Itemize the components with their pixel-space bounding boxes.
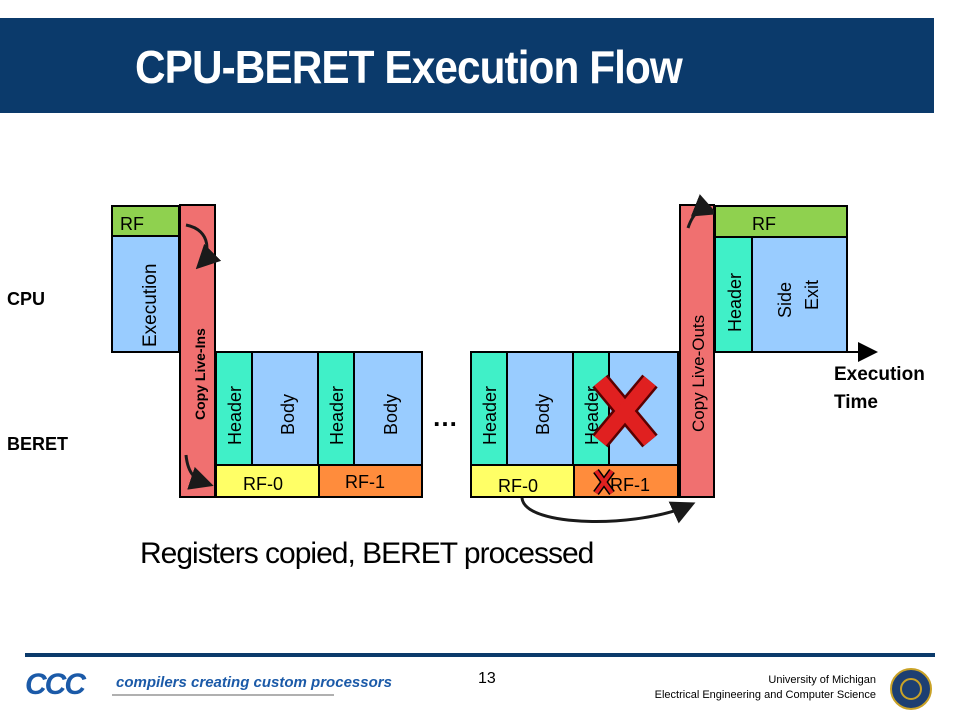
cpu-label: CPU <box>7 289 46 309</box>
beret2-body1-label: Body <box>533 394 553 435</box>
execution-time-label-line1: Execution <box>834 364 925 385</box>
title-bar <box>0 18 934 113</box>
beret1-body2-label: Body <box>381 394 401 435</box>
live-ins-arrow-bottom <box>184 454 214 490</box>
beret1-body1-label: Body <box>278 394 298 435</box>
live-ins-arrow-top <box>185 223 222 270</box>
page-title: CPU-BERET Execution Flow <box>135 41 683 93</box>
beret1-rf0-label: RF-0 <box>243 474 283 494</box>
caption: Registers copied, BERET processed <box>140 537 594 570</box>
logo-tagline: compilers creating custom processors <box>116 674 392 691</box>
beret-label: BERET <box>7 434 69 454</box>
copy-live-ins-label: Copy Live-Ins <box>192 328 208 420</box>
university-name: University of Michigan <box>768 674 876 686</box>
cpu-right-side-exit-box <box>751 236 848 353</box>
cpu-right-exit-label: Exit <box>802 280 822 310</box>
cpu-right-header-label: Header <box>725 273 745 332</box>
beret2-rf1-box <box>573 464 679 498</box>
footer-rule <box>25 653 935 657</box>
department-name: Electrical Engineering and Computer Scie… <box>654 689 876 701</box>
cpu-left-rf-label: RF <box>120 214 144 234</box>
copy-live-outs-label: Copy Live-Outs <box>689 315 708 432</box>
beret1-rf1-label: RF-1 <box>345 472 385 492</box>
ccc-logo: CCC <box>25 668 86 701</box>
beret1-header2-label: Header <box>327 386 347 445</box>
page-number: 13 <box>478 670 496 687</box>
cpu-right-header-box <box>714 236 753 353</box>
beret2-rf0-box <box>470 464 575 498</box>
beret1-body2-box <box>353 351 423 466</box>
rf1-discard-small-cross-icon <box>593 468 615 496</box>
beret1-body1-box <box>251 351 319 466</box>
cpu-left-execution-label: Execution <box>140 264 161 347</box>
beret2-header1-label: Header <box>480 386 500 445</box>
ellipsis: … <box>432 402 458 432</box>
beret1-header1-label: Header <box>225 386 245 445</box>
beret1-rf1-box <box>318 464 423 498</box>
rf-feedback-arrow <box>520 497 696 524</box>
logo-underline <box>112 694 334 696</box>
beret2-rf1-label: RF-1 <box>610 475 650 495</box>
university-seal-icon <box>890 668 932 710</box>
cpu-right-rf-label: RF <box>752 214 776 234</box>
discard-cross-icon <box>592 374 658 448</box>
university-info: University of Michigan Electrical Engine… <box>655 673 876 703</box>
execution-time-label-line2: Time <box>834 392 878 413</box>
beret1-rf0-box <box>215 464 320 498</box>
beret1-header2-box <box>317 351 355 466</box>
cpu-right-side-label: Side <box>775 282 795 318</box>
cpu-right-rf-box <box>714 205 848 238</box>
beret2-rf0-label: RF-0 <box>498 476 538 496</box>
live-outs-arrow <box>686 194 718 229</box>
